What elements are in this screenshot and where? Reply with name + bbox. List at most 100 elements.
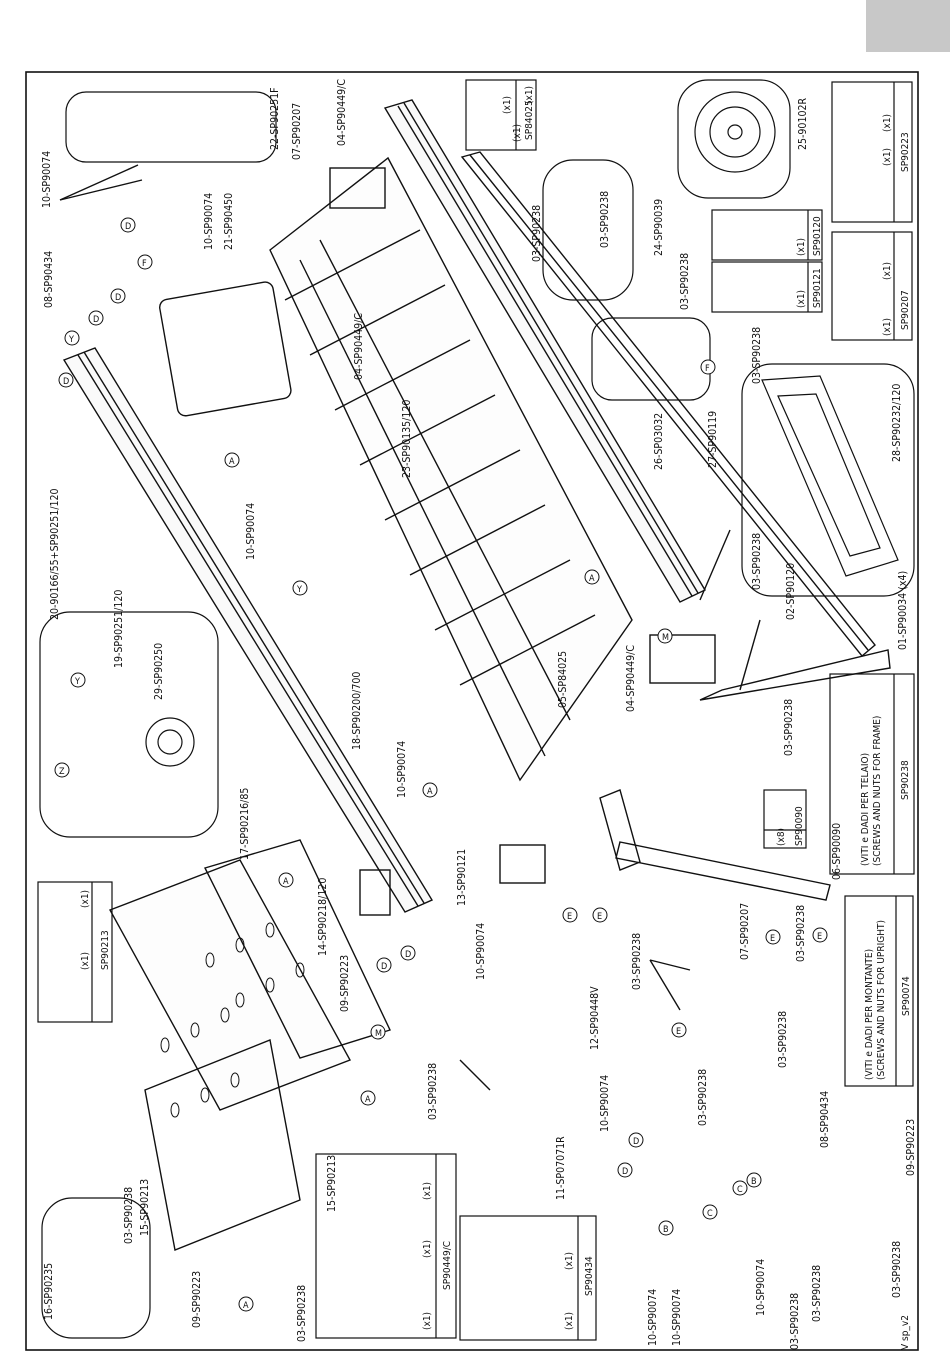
callout: 23-SP90135/120 (401, 400, 413, 478)
callout: 09-SP90223 (339, 955, 351, 1012)
svg-text:SP90121: SP90121 (812, 268, 823, 308)
callout: 03-SP90238 (679, 253, 691, 310)
svg-text:SP90090: SP90090 (794, 806, 805, 846)
svg-text:C: C (707, 1209, 713, 1219)
callout: 20-90166/55+SP90251/120 (49, 488, 61, 620)
callout: 10-SP90074 (245, 503, 257, 560)
callout: 10-SP90074 (755, 1259, 767, 1316)
part-boxes (37, 79, 915, 1341)
svg-text:M: M (375, 1029, 382, 1039)
svg-text:SP90213: SP90213 (100, 930, 111, 970)
svg-text:Y: Y (74, 677, 80, 687)
callout: 05-SP84025 (557, 651, 569, 708)
svg-text:A: A (243, 1301, 249, 1311)
svg-text:A: A (283, 877, 289, 887)
svg-text:B: B (751, 1177, 757, 1187)
box-labels: SP84025 (x1) (x1) (x1) SP90223 (x1) (x1)… (80, 86, 912, 1350)
svg-text:(x8): (x8) (776, 828, 787, 846)
svg-text:(x1): (x1) (80, 890, 91, 908)
callout-labels: 10-SP90074 22-SP90251F 07-SP90207 04-SP9… (41, 79, 917, 1350)
svg-text:D: D (381, 962, 387, 972)
svg-text:E: E (817, 932, 822, 942)
callout: 10-SP90074 (671, 1289, 683, 1346)
callout: 03-SP90238 (427, 1063, 439, 1120)
svg-text:M: M (662, 633, 669, 643)
callout: 10-SP90074 (396, 741, 408, 798)
callout: 10-SP90074 (41, 151, 53, 208)
letter-markers: D D Y D D F A Y Y Z A A D D M A A A M F … (54, 217, 828, 1312)
svg-text:D: D (93, 315, 99, 325)
callout: 08-SP90434 (43, 251, 55, 308)
svg-text:Z: Z (59, 767, 65, 777)
svg-text:SP90223: SP90223 (900, 132, 911, 172)
svg-text:V sp_v2: V sp_v2 (900, 1315, 911, 1350)
svg-text:(x1): (x1) (796, 238, 807, 256)
callout: 17-SP90216/85 (239, 788, 251, 860)
svg-text:(x1): (x1) (422, 1182, 433, 1200)
callout: 03-SP90238 (795, 905, 807, 962)
svg-text:(x1): (x1) (422, 1312, 433, 1330)
svg-text:(x1): (x1) (796, 290, 807, 308)
callout: 24-SP90039 (653, 199, 665, 256)
callout: 03-SP90238 (296, 1285, 308, 1342)
callout: 28-SP90232/120 (891, 384, 903, 462)
callout: 15-SP90213 (326, 1155, 338, 1212)
callout: 04-SP90449/C (625, 645, 637, 712)
detail-bubbles (39, 79, 915, 1339)
callout: 03-SP90238 (531, 205, 543, 262)
svg-text:C: C (737, 1185, 743, 1195)
svg-text:A: A (365, 1095, 371, 1105)
svg-text:(x1): (x1) (564, 1312, 575, 1330)
callout: 08-SP90434 (819, 1091, 831, 1148)
callout: 09-SP90223 (905, 1119, 917, 1176)
callout: 15-SP90213 (139, 1179, 151, 1236)
callout: 18-SP90200/700 (351, 672, 363, 750)
svg-text:SP90238: SP90238 (900, 760, 911, 800)
svg-text:A: A (427, 787, 433, 797)
callout: 03-SP90238 (123, 1187, 135, 1244)
callout: 07-SP90207 (739, 903, 751, 960)
callout: 11-SP07071R (555, 1136, 567, 1200)
callout: 06-SP90090 (831, 823, 843, 880)
callout: 09-SP90223 (191, 1271, 203, 1328)
svg-text:D: D (115, 293, 121, 303)
page-corner-tab (866, 0, 950, 52)
callout: 19-SP90251/120 (113, 590, 125, 668)
svg-text:(x1): (x1) (882, 148, 893, 166)
svg-text:(x1): (x1) (80, 952, 91, 970)
svg-text:(x1): (x1) (882, 114, 893, 132)
callout: 13-SP90121 (456, 849, 468, 906)
plate-holes (160, 922, 305, 1118)
svg-text:(x1): (x1) (502, 96, 513, 114)
callout: 03-SP90238 (891, 1241, 903, 1298)
svg-text:(x1): (x1) (882, 262, 893, 280)
svg-text:A: A (589, 574, 595, 584)
callout: 12-SP90448V (589, 986, 601, 1050)
callout: 10-SP90074 (599, 1075, 611, 1132)
callout: 29-SP90250 (153, 643, 165, 700)
callout: 02-SP90120 (785, 563, 797, 620)
ramp-assembly (62, 99, 891, 1251)
svg-text:D: D (405, 950, 411, 960)
svg-text:Y: Y (68, 335, 74, 345)
svg-text:(x1): (x1) (524, 86, 535, 104)
fastener-lines (59, 164, 761, 1091)
callout: 03-SP90238 (631, 933, 643, 990)
callout: 10-SP90074 (203, 193, 215, 250)
svg-text:Y: Y (296, 585, 302, 595)
svg-text:D: D (125, 222, 131, 232)
svg-text:F: F (705, 364, 710, 374)
callout: 16-SP90235 (43, 1263, 55, 1320)
callout: 03-SP90238 (697, 1069, 709, 1126)
svg-text:B: B (663, 1225, 669, 1235)
callout: 03-SP90238 (751, 327, 763, 384)
callout: 21-SP90450 (223, 193, 235, 250)
callout: 03-SP90238 (777, 1011, 789, 1068)
svg-text:D: D (633, 1137, 639, 1147)
svg-text:E: E (770, 934, 775, 944)
callout: 03-SP90238 (789, 1293, 801, 1350)
svg-text:(x1): (x1) (882, 318, 893, 336)
drawing-frame (25, 71, 919, 1351)
callout: 01-SP90034 (x4) (897, 571, 909, 650)
